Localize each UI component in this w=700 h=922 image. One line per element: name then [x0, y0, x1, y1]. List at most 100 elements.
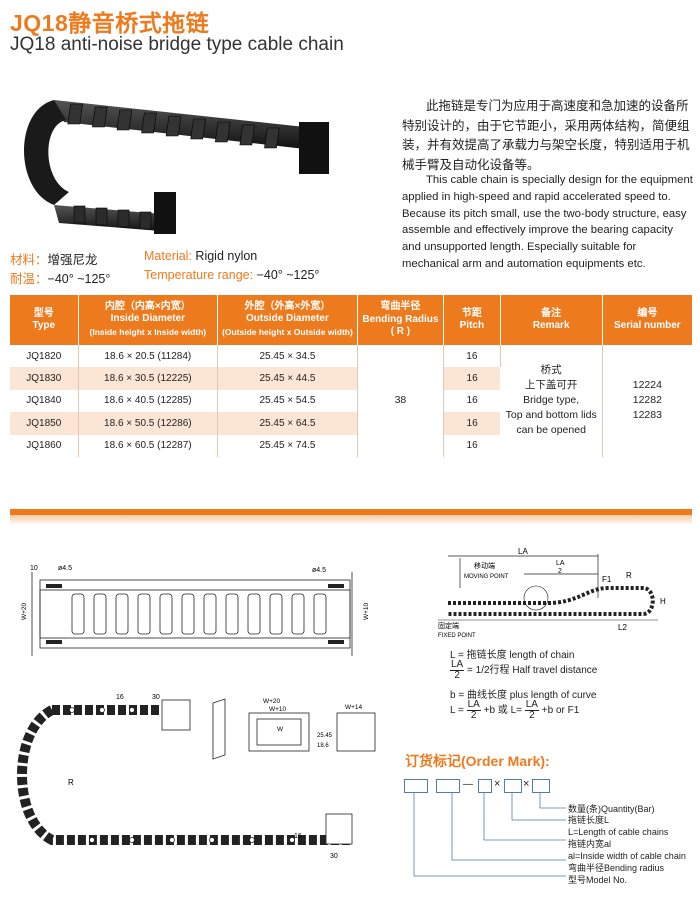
cell-outside: 25.45 × 74.5 — [217, 434, 358, 457]
cell-outside: 25.45 × 44.5 — [217, 367, 358, 390]
cell-pitch: 16 — [443, 345, 501, 368]
order-mark-title: 订货标记(Order Mark): — [405, 753, 550, 769]
h-label: H — [660, 597, 666, 606]
material-cn-label: 材料： — [10, 253, 48, 267]
side-view-drawing: 16 30 R 16 30 — [17, 694, 353, 860]
dim-w10-label: W+10 — [363, 602, 370, 620]
top-view-drawing: 10 ø4.5 ø4.5 W+20 W+10 — [21, 565, 370, 656]
dim-186-detail: 18.6 — [317, 743, 329, 749]
dim-10-label: 10 — [30, 565, 38, 572]
dim-2545-detail: 25.45 — [317, 733, 333, 739]
cell-pitch: 16 — [443, 389, 501, 413]
temp-en-value: −40° ~125° — [256, 268, 320, 282]
dim-w-detail: W — [277, 726, 284, 733]
la-label: LA — [518, 548, 528, 556]
fixed-point-en: FIXED POINT — [438, 633, 476, 639]
cell-bending-radius: 38 — [357, 345, 445, 457]
la-half-den: 2 — [558, 568, 562, 575]
temp-en: Temperature range: −40° ~125° — [144, 268, 319, 282]
table-row: JQ1820 18.6 × 20.5 (11284) 25.45 × 34.5 … — [10, 345, 692, 457]
cell-type: JQ1850 — [10, 412, 79, 435]
la-half-num: LA — [556, 560, 565, 567]
cell-type: JQ1820 — [10, 345, 79, 368]
dim-16-bottom-label: 16 — [294, 833, 302, 840]
order-box-quantity — [532, 779, 550, 793]
description-cn: 此拖链是专门为应用于高速度和急加速的设备所特别设计的，由于它节距小，采用两体结构… — [402, 99, 690, 172]
table-row: JQ1840 18.6 × 40.5 (12285) 25.45 × 54.5 … — [10, 389, 692, 413]
f1-label: F1 — [602, 575, 612, 584]
cell-inside: 18.6 × 60.5 (12287) — [78, 434, 219, 457]
description-en: This cable chain is specially design for… — [402, 174, 693, 270]
dim-r-label: R — [68, 778, 74, 787]
dim-hole-label-right: ø4.5 — [312, 567, 326, 574]
temp-cn-label: 耐温： — [10, 272, 48, 286]
formula-total-prefix: L = — [450, 705, 464, 717]
dim-w20-detail: W+20 — [263, 698, 281, 705]
l2-label: L2 — [618, 623, 627, 632]
table-row: JQ1860 18.6 × 60.5 (12287) 25.45 × 74.5 … — [10, 434, 692, 457]
material-en-value: Rigid nylon — [195, 249, 258, 263]
order-label-quantity: 数量(条)Quantity(Bar) — [568, 804, 655, 814]
cell-outside: 25.45 × 64.5 — [217, 412, 358, 435]
order-label-radius: 弯曲半径Bending radius — [568, 863, 665, 873]
section-detail-drawing: W+20 W+10 W W+14 25.45 18.6 — [212, 698, 376, 760]
page-title-cn: JQ18静音桥式拖链 — [10, 10, 210, 36]
order-label-model: 型号Model No. — [568, 875, 628, 885]
table-row: JQ1830 18.6 × 30.5 (12225) 25.45 × 44.5 … — [10, 367, 692, 390]
formula-length: L = 拖链长度 length of chain — [450, 650, 575, 661]
table-row: JQ1850 18.6 × 50.5 (12286) 25.45 × 64.5 … — [10, 412, 692, 435]
cell-type: JQ1840 — [10, 389, 79, 413]
col-outside: 外腔（外高×外宽）Outside Diameter(Outside height… — [217, 295, 358, 345]
cell-type: JQ1860 — [10, 434, 79, 457]
order-label-length-cn: 拖链长度L — [568, 815, 610, 825]
order-label-width-en: al=Inside width of cable chain — [568, 851, 686, 861]
cell-outside: 25.45 × 34.5 — [217, 345, 358, 368]
dim-16-label: 16 — [116, 694, 124, 701]
page-title-en: JQ18 anti-noise bridge type cable chain — [10, 34, 344, 55]
temp-cn-value: −40° ~125° — [47, 272, 111, 286]
section-divider — [10, 509, 692, 525]
material-cn: 材料：增强尼龙 — [10, 249, 98, 268]
order-box-width — [478, 779, 492, 793]
order-mark-leaders — [413, 792, 566, 877]
cable-chain-photo — [24, 100, 329, 234]
fixed-point-cn: 固定端 — [438, 621, 459, 630]
moving-point-cn: 移动端 — [474, 561, 495, 570]
formula-total-mid: +b 或 L= — [483, 705, 522, 717]
dim-w20-label: W+20 — [21, 602, 28, 620]
cell-pitch: 16 — [443, 412, 501, 435]
dim-hole-label: ø4.5 — [58, 565, 72, 572]
col-inside: 内腔（内高×内宽）Inside Diameter(Inside height x… — [78, 295, 219, 345]
dim-30-label: 30 — [152, 694, 160, 701]
temp-en-label: Temperature range: — [144, 268, 254, 282]
order-box-radius — [436, 779, 460, 793]
cell-inside: 18.6 × 40.5 (12285) — [78, 389, 219, 413]
order-box-model — [404, 779, 428, 793]
order-label-length-en: L=Length of cable chains — [568, 827, 669, 837]
cell-type: JQ1830 — [10, 367, 79, 390]
dim-w14-detail: W+14 — [345, 704, 363, 711]
material-en-label: Material: — [144, 249, 192, 263]
material-en: Material: Rigid nylon — [144, 249, 257, 263]
order-box-length — [504, 779, 522, 793]
dim-w10-detail: W+10 — [269, 706, 287, 713]
dim-30-bottom-label: 30 — [330, 853, 338, 860]
r-label: R — [626, 571, 632, 580]
cell-inside: 18.6 × 30.5 (12225) — [78, 367, 219, 390]
material-cn-value: 增强尼龙 — [47, 253, 98, 267]
order-label-width-cn: 拖链内宽al — [568, 839, 612, 849]
formula-half-text: = 1/2行程 Half travel distance — [467, 665, 598, 677]
cell-pitch: 16 — [443, 367, 501, 390]
motion-diagram: LA LA 2 移动端 MOVING POINT 固定端 FIXED POINT… — [438, 548, 666, 639]
